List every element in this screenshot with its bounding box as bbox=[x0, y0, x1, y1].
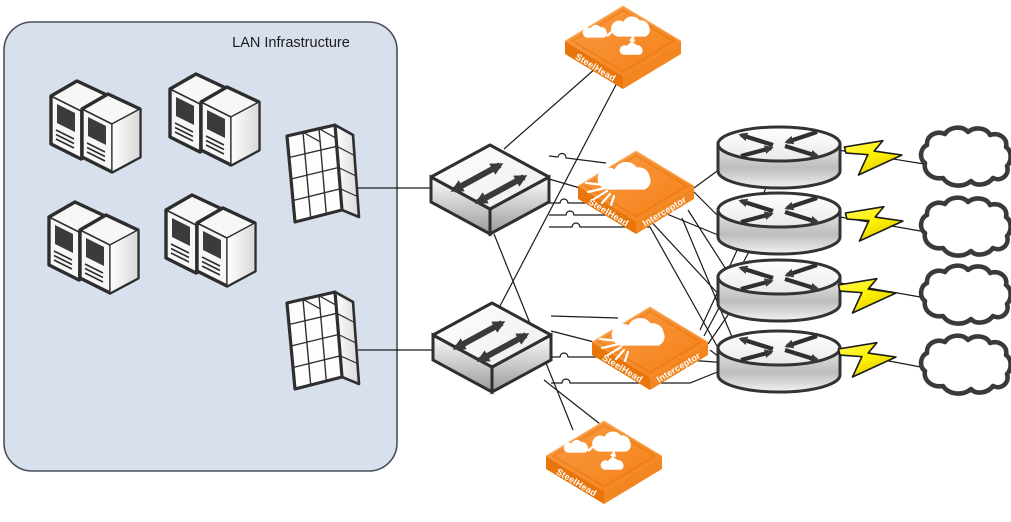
interceptor-2-appliance: SteelHead Interceptor bbox=[591, 306, 709, 391]
lightning-bolt-3 bbox=[835, 275, 898, 317]
connection-line bbox=[550, 330, 595, 343]
lan-infrastructure-title: LAN Infrastructure bbox=[232, 35, 350, 51]
router-2 bbox=[718, 193, 840, 254]
connection-line bbox=[548, 152, 607, 164]
interceptor-1-appliance: SteelHead Interceptor bbox=[577, 150, 695, 235]
storage-array-1 bbox=[285, 123, 361, 224]
switch-1 bbox=[431, 145, 549, 234]
wan-cloud-3 bbox=[921, 266, 1011, 324]
steelhead-bottom-appliance: SteelHead bbox=[545, 420, 663, 505]
steelhead-top-appliance: SteelHead bbox=[564, 5, 682, 90]
lightning-bolt-1 bbox=[841, 137, 904, 179]
lightning-bolt-2 bbox=[842, 203, 905, 245]
wan-cloud-2 bbox=[921, 198, 1011, 256]
router-3 bbox=[718, 260, 840, 321]
connection-line bbox=[551, 368, 726, 384]
connection-line bbox=[549, 222, 727, 363]
connection-line bbox=[551, 352, 729, 364]
connection-line bbox=[681, 217, 741, 357]
connection-line bbox=[549, 198, 719, 236]
connection-line bbox=[548, 178, 581, 189]
connection-line bbox=[549, 210, 723, 299]
router-4 bbox=[718, 331, 840, 392]
connection-line bbox=[499, 78, 620, 307]
connection-line bbox=[543, 379, 601, 425]
wan-cloud-1 bbox=[921, 128, 1011, 186]
connection-line bbox=[503, 67, 597, 150]
wan-cloud-4 bbox=[921, 336, 1011, 394]
connection-line bbox=[693, 191, 721, 219]
router-1 bbox=[718, 127, 840, 188]
connection-line bbox=[550, 315, 619, 319]
switch-2 bbox=[433, 303, 551, 392]
lightning-bolt-4 bbox=[835, 339, 898, 381]
storage-array-2 bbox=[285, 290, 361, 391]
